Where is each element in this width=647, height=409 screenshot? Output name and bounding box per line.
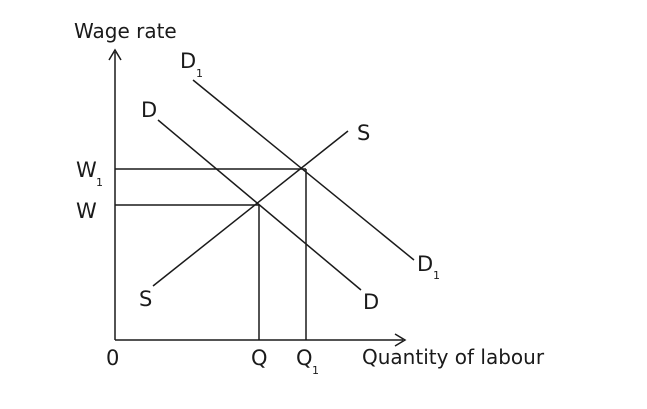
- demand-new-label-top-sub: 1: [196, 67, 203, 80]
- q1-label: Q: [296, 346, 313, 370]
- demand-label-bottom: D: [363, 290, 379, 314]
- demand-new-curve: [192, 79, 415, 261]
- demand-new-label-bottom-sub: 1: [433, 269, 440, 282]
- demand-new-label-top: D: [180, 49, 196, 73]
- w-label: W: [76, 199, 97, 223]
- demand-label-top: D: [141, 98, 157, 122]
- demand-new-label-bottom: D: [417, 252, 433, 276]
- y-axis-label: Wage rate: [74, 19, 177, 43]
- q-label: Q: [251, 346, 268, 370]
- supply-label-top: S: [357, 121, 370, 145]
- w1-label: W: [76, 158, 97, 182]
- q1-label-sub: 1: [312, 364, 319, 377]
- origin-label: 0: [106, 346, 119, 370]
- x-axis-label: Quantity of labour: [362, 345, 545, 369]
- y-axis-arrow: [108, 48, 122, 61]
- w1-label-sub: 1: [96, 176, 103, 189]
- supply-curve: [152, 130, 349, 287]
- x-axis-arrow: [394, 333, 407, 347]
- supply-label-bottom: S: [139, 287, 152, 311]
